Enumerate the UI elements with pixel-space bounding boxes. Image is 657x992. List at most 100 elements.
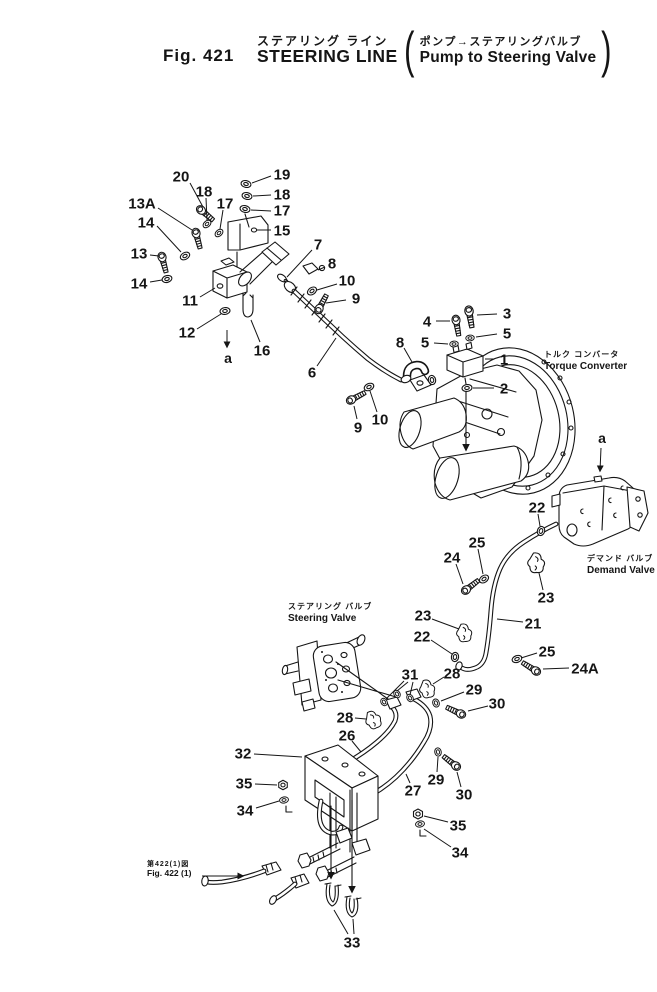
bolt-13a <box>190 226 205 251</box>
callout-28-38: 28 <box>432 666 460 685</box>
svg-text:9: 9 <box>352 291 360 308</box>
callout-13A-7: 13A <box>128 196 193 231</box>
svg-text:16: 16 <box>254 343 271 360</box>
callout-18-5: 18 <box>196 184 213 221</box>
svg-text:32: 32 <box>235 746 252 763</box>
callout-29-47: 29 <box>428 756 444 789</box>
svg-text:31: 31 <box>402 667 419 684</box>
svg-text:24: 24 <box>444 550 461 567</box>
svg-text:3: 3 <box>503 306 511 323</box>
callout-15-4: 15 <box>257 223 290 240</box>
page-title-japanese: ステアリング ライン <box>257 34 389 48</box>
svg-text:10: 10 <box>339 273 356 290</box>
callout-8-15: 8 <box>317 256 336 273</box>
page-title: STEERING LINE <box>257 46 398 66</box>
connector-marker-a-0: a <box>223 330 232 366</box>
pump-cylinder-lower <box>433 445 530 501</box>
demand-valve-drawing <box>551 475 649 547</box>
svg-text:6: 6 <box>308 365 316 382</box>
callout-8-19: 8 <box>396 335 413 363</box>
callout-5-24: 5 <box>421 335 449 352</box>
svg-text:35: 35 <box>236 776 253 793</box>
bolt-3 <box>463 304 477 329</box>
svg-text:Torque Converter: Torque Converter <box>544 361 627 372</box>
svg-text:5: 5 <box>503 326 511 343</box>
callout-10-20: 10 <box>369 390 388 429</box>
clamp-23-upper <box>525 550 548 576</box>
svg-text:9: 9 <box>354 420 362 437</box>
washer-5-left <box>449 340 459 348</box>
washer-17-left <box>213 227 225 239</box>
svg-text:2: 2 <box>500 381 508 398</box>
port-leader-lines <box>335 661 397 700</box>
bolt-9-lower <box>344 388 368 407</box>
callout-24-30: 24 <box>444 550 464 585</box>
washer-25-upper <box>477 572 491 586</box>
callout-35-44: 35 <box>236 776 278 793</box>
callout-25-33: 25 <box>520 644 555 661</box>
callout-19-1: 19 <box>251 167 290 184</box>
bracket-15 <box>227 215 269 251</box>
callout-35-49: 35 <box>423 815 466 835</box>
callout-6-18: 6 <box>308 337 337 382</box>
svg-text:13A: 13A <box>128 196 156 213</box>
clamp-23-lower <box>454 622 474 644</box>
svg-text:11: 11 <box>182 293 198 310</box>
svg-text:22: 22 <box>414 629 431 646</box>
svg-text:22: 22 <box>529 500 546 517</box>
steering-valve-drawing <box>281 634 397 712</box>
washer-14-lower <box>160 273 174 285</box>
clip-16 <box>242 292 254 318</box>
hose-end-fitting <box>261 241 290 266</box>
washer-12 <box>219 306 231 316</box>
callout-31-37: 31 <box>385 667 419 700</box>
callout-7-14: 7 <box>286 237 322 278</box>
callout-14-10: 14 <box>131 276 163 293</box>
svg-text:33: 33 <box>344 935 361 952</box>
subtitle-japanese: ポンプ→ステアリングバルブ <box>419 36 582 48</box>
callout-34-45: 34 <box>237 800 280 820</box>
block-11 <box>212 264 248 299</box>
callout-5-25: 5 <box>475 326 511 343</box>
washer-19 <box>239 179 253 189</box>
bolt-24 <box>459 576 482 597</box>
callout-23-35: 23 <box>415 608 460 630</box>
nut-35-left <box>278 779 288 791</box>
callout-17-3: 17 <box>250 203 291 220</box>
bolt-20 <box>194 203 217 224</box>
valve-flange <box>626 486 649 532</box>
callout-34-50: 34 <box>423 828 469 862</box>
callout-11-11: 11 <box>182 287 216 310</box>
svg-text:13: 13 <box>131 246 148 263</box>
washer-34-right <box>414 819 426 829</box>
callout-29-39: 29 <box>440 682 482 702</box>
callout-27-46: 27 <box>405 773 422 800</box>
fitting-8-upper <box>302 262 319 275</box>
oring-29-lower <box>433 746 443 758</box>
svg-text:8: 8 <box>328 256 336 273</box>
callout-9-21: 9 <box>353 405 362 437</box>
callout-17-6: 17 <box>217 196 233 230</box>
tube-21-drawing <box>450 521 559 678</box>
svg-text:23: 23 <box>415 608 432 625</box>
tubes-26-27-drawing <box>345 678 468 801</box>
callout-25-29: 25 <box>469 535 485 575</box>
nut-35-right <box>412 808 424 820</box>
svg-text:20: 20 <box>173 169 190 186</box>
callout-23-31: 23 <box>538 572 554 607</box>
open-paren: ( <box>404 22 415 78</box>
callout-22-28: 22 <box>529 500 546 527</box>
svg-text:5: 5 <box>421 335 429 352</box>
bracket-32-drawing <box>201 744 427 918</box>
washer-17-right <box>238 204 252 214</box>
svg-text:30: 30 <box>456 787 473 804</box>
svg-text:27: 27 <box>405 783 422 800</box>
svg-text:17: 17 <box>274 203 291 220</box>
svg-text:12: 12 <box>179 325 196 342</box>
u-bolt-33-a <box>324 882 342 907</box>
svg-text:18: 18 <box>196 184 213 201</box>
svg-text:15: 15 <box>274 223 291 240</box>
